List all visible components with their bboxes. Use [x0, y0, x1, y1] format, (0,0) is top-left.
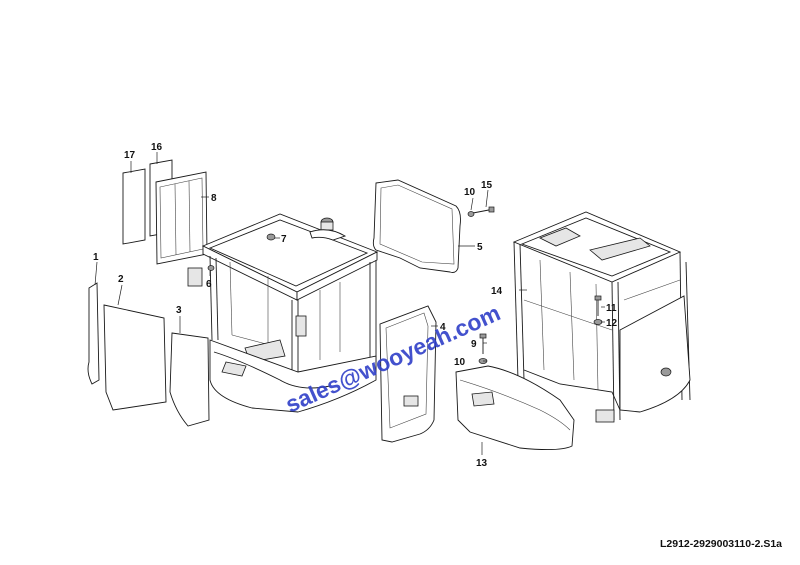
callout-6: 6 — [206, 279, 212, 290]
cab-frame-14 — [512, 211, 691, 423]
glass-pane-8 — [155, 171, 208, 265]
callout-16: 16 — [151, 142, 163, 153]
callout-12: 12 — [606, 318, 618, 329]
lower-panel-13 — [455, 365, 575, 451]
clip-6 — [207, 265, 215, 271]
door-4 — [379, 305, 437, 443]
callout-9: 9 — [471, 339, 477, 350]
callout-8: 8 — [211, 193, 217, 204]
leader-lines — [94, 152, 605, 455]
bolt-9 — [479, 333, 487, 354]
drawing-reference: L2912-2929003110-2.S1a — [660, 538, 782, 550]
callout-13: 13 — [476, 458, 488, 469]
bolt-15 — [472, 206, 495, 214]
callout-14: 14 — [491, 286, 503, 297]
callout-1: 1 — [93, 252, 99, 263]
callout-2: 2 — [118, 274, 124, 285]
washer-12 — [593, 319, 603, 325]
washer-7 — [266, 233, 276, 241]
callout-7: 7 — [281, 234, 287, 245]
callout-10-bottom: 10 — [454, 357, 466, 368]
washer-10-top — [467, 211, 475, 217]
glass-pane-17 — [122, 168, 146, 245]
callout-17: 17 — [124, 150, 136, 161]
side-glass-3 — [169, 332, 210, 427]
callout-3: 3 — [176, 305, 182, 316]
side-glass-2 — [103, 304, 167, 411]
callout-4: 4 — [440, 322, 446, 333]
rear-glass-5 — [372, 179, 461, 273]
bolt-11 — [594, 295, 602, 316]
side-glass-1 — [87, 282, 100, 385]
callout-10-top: 10 — [464, 187, 476, 198]
callout-11: 11 — [606, 303, 617, 314]
callout-5: 5 — [477, 242, 483, 253]
callout-15: 15 — [481, 180, 493, 191]
